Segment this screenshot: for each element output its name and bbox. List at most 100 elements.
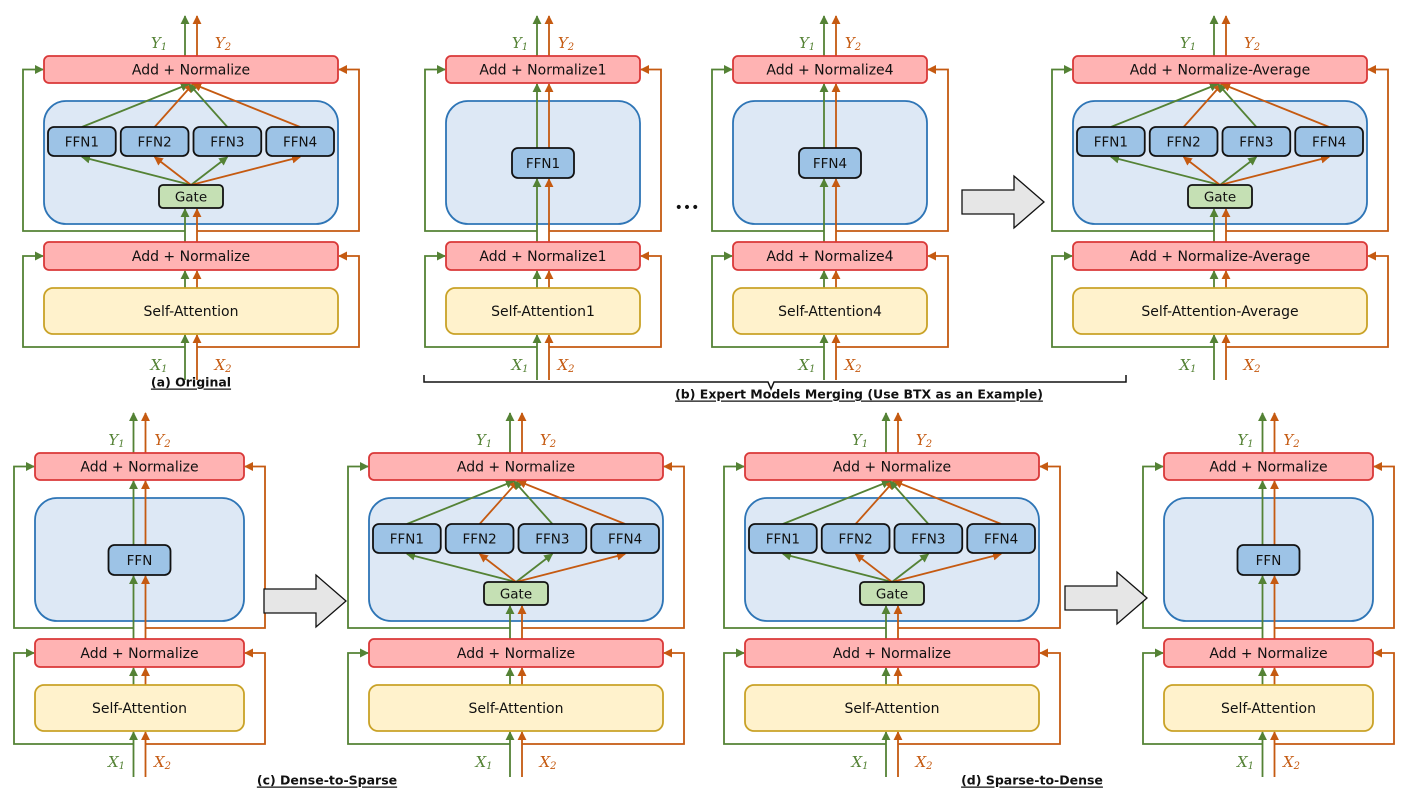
- add-normalize-top-box: [744, 452, 1040, 481]
- input-label-x2: X2: [843, 356, 861, 375]
- residual-arrow-orange: [197, 65, 360, 232]
- self-attention-box: [1163, 684, 1374, 732]
- self-attention-box: [744, 684, 1040, 732]
- ffn-expert-label: FFN1: [65, 135, 99, 151]
- input-label-x1: X1: [850, 753, 868, 772]
- output-label-y2: Y2: [1283, 431, 1299, 450]
- input-label-x1: X1: [510, 356, 528, 375]
- add-normalize-top-box: [445, 55, 641, 84]
- self-attention-label: Self-Attention: [144, 304, 239, 320]
- caption-a: (a) Original: [151, 375, 231, 390]
- caption-b: (b) Expert Models Merging (Use BTX as an…: [675, 387, 1043, 402]
- ffn-label: FFN1: [526, 156, 560, 172]
- add-normalize-bottom-box: [732, 241, 928, 271]
- gate-box: [483, 581, 549, 606]
- output-label-y2: Y2: [215, 34, 231, 53]
- add-normalize-top-label: Add + Normalize-Average: [1130, 63, 1310, 79]
- add-normalize-bottom-label: Add + Normalize1: [479, 249, 606, 265]
- expert-to-addnorm-arrow: [893, 479, 1002, 525]
- residual-arrow-orange: [522, 462, 685, 629]
- residual-arrow-orange: [197, 251, 360, 348]
- add-normalize-top-box: [34, 452, 245, 481]
- add-normalize-bottom-box: [43, 241, 339, 271]
- output-label-y2: Y2: [845, 34, 861, 53]
- add-normalize-bottom-label: Add + Normalize: [833, 646, 951, 662]
- gate-box: [859, 581, 925, 606]
- residual-arrow-green: [723, 462, 886, 629]
- self-attention-label: Self-Attention4: [778, 304, 882, 320]
- gate-to-expert-arrow: [190, 156, 229, 186]
- input-label-x2: X2: [914, 753, 932, 772]
- add-normalize-top-box: [1072, 55, 1368, 84]
- residual-arrow-orange: [1226, 251, 1389, 348]
- self-attention-box: [445, 287, 641, 335]
- add-normalize-top-box: [368, 452, 664, 481]
- residual-arrow-orange: [898, 648, 1061, 745]
- add-normalize-top-box: [43, 55, 339, 84]
- residual-arrow-green: [723, 648, 886, 745]
- expert-to-addnorm-arrow: [517, 479, 626, 525]
- ffn-expert-box: [119, 126, 190, 157]
- add-normalize-bottom-label: Add + Normalize: [1209, 646, 1327, 662]
- expert-to-addnorm-arrow: [81, 82, 190, 128]
- add-normalize-top-label: Add + Normalize4: [766, 63, 893, 79]
- ffn-expert-box: [265, 126, 335, 157]
- self-attention-box: [1072, 287, 1368, 335]
- input-label-x1: X1: [1236, 753, 1254, 772]
- gate-label: Gate: [1204, 190, 1236, 206]
- input-label-x2: X2: [556, 356, 574, 375]
- ffn-label: FFN4: [813, 156, 847, 172]
- input-label-x1: X1: [797, 356, 815, 375]
- residual-arrow-green: [22, 65, 185, 232]
- residual-arrow-orange: [522, 648, 685, 745]
- transition-arrow-merge: [961, 174, 1045, 230]
- add-normalize-top-label: Add + Normalize: [132, 63, 250, 79]
- gate-to-expert-arrow: [1219, 156, 1258, 186]
- gate-box: [1187, 184, 1253, 209]
- expert-container: [43, 100, 339, 225]
- self-attention-box: [368, 684, 664, 732]
- ffn-expert-box: [820, 523, 891, 554]
- gate-label: Gate: [876, 587, 908, 603]
- output-label-y1: Y1: [151, 34, 167, 53]
- add-normalize-bottom-box: [744, 638, 1040, 668]
- add-normalize-top-label: Add + Normalize: [80, 460, 198, 476]
- output-label-y1: Y1: [108, 431, 124, 450]
- ffn-expert-label: FFN1: [766, 532, 800, 548]
- add-normalize-bottom-box: [368, 638, 664, 668]
- self-attention-label: Self-Attention-Average: [1141, 304, 1298, 320]
- ffn-box: [107, 544, 172, 576]
- residual-arrow-green: [22, 251, 185, 348]
- expert-to-addnorm-arrow: [1110, 82, 1219, 128]
- ffn-expert-box: [748, 523, 818, 554]
- self-attention-box: [43, 287, 339, 335]
- caption-d: (d) Sparse-to-Dense: [961, 773, 1103, 788]
- gate-to-expert-arrow: [854, 553, 893, 583]
- add-normalize-bottom-box: [34, 638, 245, 668]
- residual-arrow-orange: [898, 462, 1061, 629]
- self-attention-box: [732, 287, 928, 335]
- add-normalize-bottom-label: Add + Normalize: [80, 646, 198, 662]
- transition-arrow-dense-to-sparse: [263, 573, 347, 629]
- residual-arrow-orange: [145, 648, 266, 745]
- expert-to-addnorm-arrow: [406, 479, 515, 525]
- gate-label: Gate: [175, 190, 207, 206]
- add-normalize-bottom-label: Add + Normalize-Average: [1130, 249, 1310, 265]
- residual-arrow-orange: [145, 462, 266, 629]
- residual-arrow-orange: [1274, 462, 1395, 629]
- gate-to-expert-arrow: [478, 553, 517, 583]
- gate-to-expert-arrow: [406, 551, 517, 583]
- output-label-y1: Y1: [476, 431, 492, 450]
- caption-c: (c) Dense-to-Sparse: [257, 773, 397, 788]
- input-label-x1: X1: [107, 753, 125, 772]
- ffn-expert-box: [893, 523, 964, 554]
- add-normalize-bottom-label: Add + Normalize4: [766, 249, 893, 265]
- ffn-expert-label: FFN3: [210, 135, 244, 151]
- gate-to-expert-arrow: [515, 551, 626, 583]
- add-normalize-top-box: [732, 55, 928, 84]
